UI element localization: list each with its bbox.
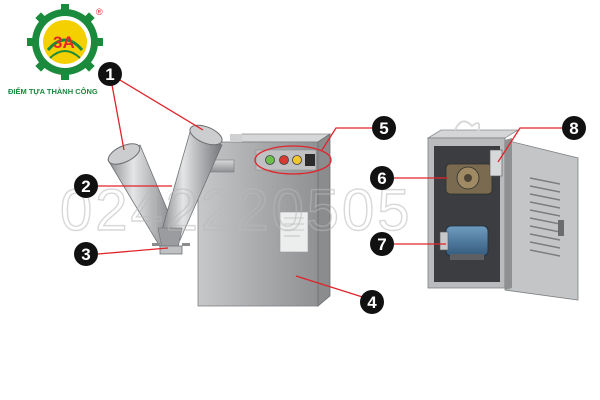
callout-badge-6: 6 <box>370 166 394 190</box>
hopper-lids <box>107 124 223 165</box>
callout-badge-4: 4 <box>360 290 384 314</box>
callout-badge-1: 1 <box>98 62 122 86</box>
callout-line-5 <box>321 127 372 151</box>
brand-tagline: ĐIỂM TỰA THÀNH CÔNG <box>8 87 98 96</box>
callout-number-2: 2 <box>81 177 90 196</box>
v-mixer-machine <box>107 124 332 307</box>
timer-display <box>305 154 315 166</box>
callout-badge-7: 7 <box>370 232 394 256</box>
callout-line-1b <box>109 73 204 131</box>
callout-line-3 <box>97 247 169 255</box>
open-drive-cabinet <box>426 120 579 301</box>
callout-lines <box>97 73 562 301</box>
brand-logo: 3A ® ĐIỂM TỰA THÀNH CÔNG <box>8 4 103 96</box>
cable-bundle <box>454 120 481 133</box>
callout-number-5: 5 <box>379 119 388 138</box>
gear-icon <box>27 4 103 80</box>
callout-number-6: 6 <box>377 169 386 188</box>
callout-badge-8: 8 <box>562 116 586 140</box>
nameplate <box>279 211 309 253</box>
electric-motor <box>439 225 489 260</box>
callout-badge-5: 5 <box>372 116 396 140</box>
callout-line-1a <box>109 73 125 151</box>
callout-number-4: 4 <box>367 293 377 312</box>
v-shaped-mixing-tank <box>107 131 223 251</box>
stop-button[interactable] <box>279 155 289 165</box>
door-handle[interactable] <box>558 220 564 236</box>
start-button[interactable] <box>265 155 275 165</box>
callout-line-8 <box>497 127 562 163</box>
callout-number-7: 7 <box>377 235 386 254</box>
logo-text: 3A <box>53 33 75 52</box>
watermark-phone: 0242220505 <box>60 178 413 243</box>
control-panel-highlight <box>254 145 332 175</box>
callout-number-3: 3 <box>81 245 90 264</box>
registered-mark: ® <box>96 7 103 17</box>
callout-badges: 1 2 3 4 5 6 7 8 <box>74 62 586 314</box>
door-vents <box>529 177 561 257</box>
cabinet-door[interactable] <box>504 138 579 301</box>
control-panel <box>255 149 317 171</box>
gearbox <box>445 163 493 195</box>
indicator-light <box>292 155 302 165</box>
callout-line-4 <box>295 275 373 301</box>
callout-number-8: 8 <box>569 119 578 138</box>
discharge-valve <box>152 243 190 255</box>
callout-number-1: 1 <box>105 65 114 84</box>
callout-badge-2: 2 <box>74 174 98 198</box>
callout-badge-3: 3 <box>74 242 98 266</box>
electrical-box <box>489 149 503 177</box>
